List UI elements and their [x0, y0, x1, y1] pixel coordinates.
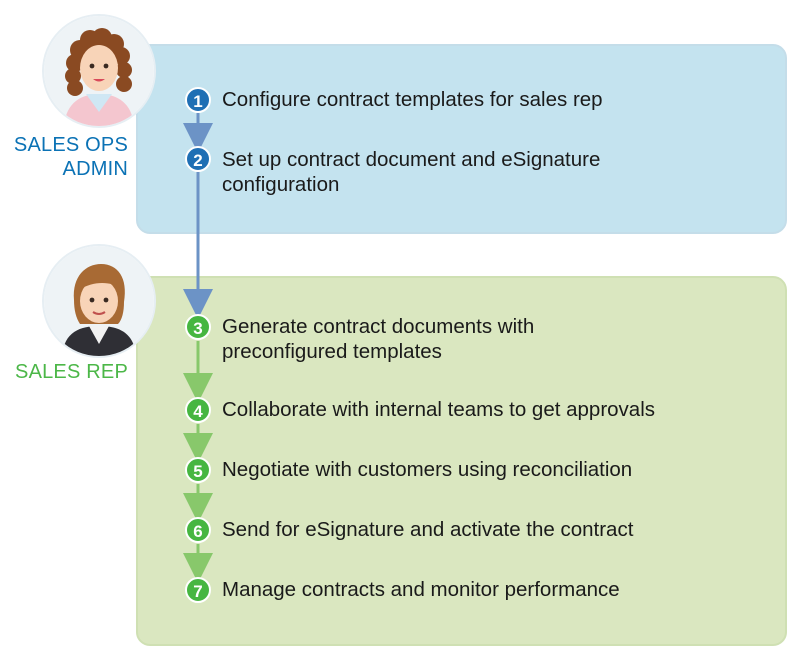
step-6-number: 6: [185, 517, 211, 543]
woman-short-hair-avatar-icon: [44, 246, 154, 356]
woman-curly-hair-avatar-icon: [44, 16, 154, 126]
step-3-number: 3: [185, 314, 211, 340]
sales-ops-admin-panel: [136, 44, 787, 234]
step-4-label: Collaborate with internal teams to get a…: [222, 398, 656, 421]
step-2-label: Set up contract document and eSignature …: [222, 148, 601, 196]
step-1-label: Configure contract templates for sales r…: [222, 88, 603, 111]
step-3-label: Generate contract documents with preconf…: [222, 315, 535, 363]
step-1-number: 1: [185, 87, 211, 113]
step-5-label: Negotiate with customers using reconcili…: [222, 458, 633, 481]
step-7-number: 7: [185, 577, 211, 603]
role-label-sales-ops-admin: SALES OPS ADMIN: [13, 134, 128, 180]
step-7-label: Manage contracts and monitor performance: [222, 578, 620, 601]
step-2-number: 2: [185, 146, 211, 172]
step-5-number: 5: [185, 457, 211, 483]
role-label-sales-rep: SALES REP: [15, 361, 128, 383]
sales-rep-panel: [136, 276, 787, 646]
step-6-label: Send for eSignature and activate the con…: [222, 518, 634, 541]
step-4-number: 4: [185, 397, 211, 423]
